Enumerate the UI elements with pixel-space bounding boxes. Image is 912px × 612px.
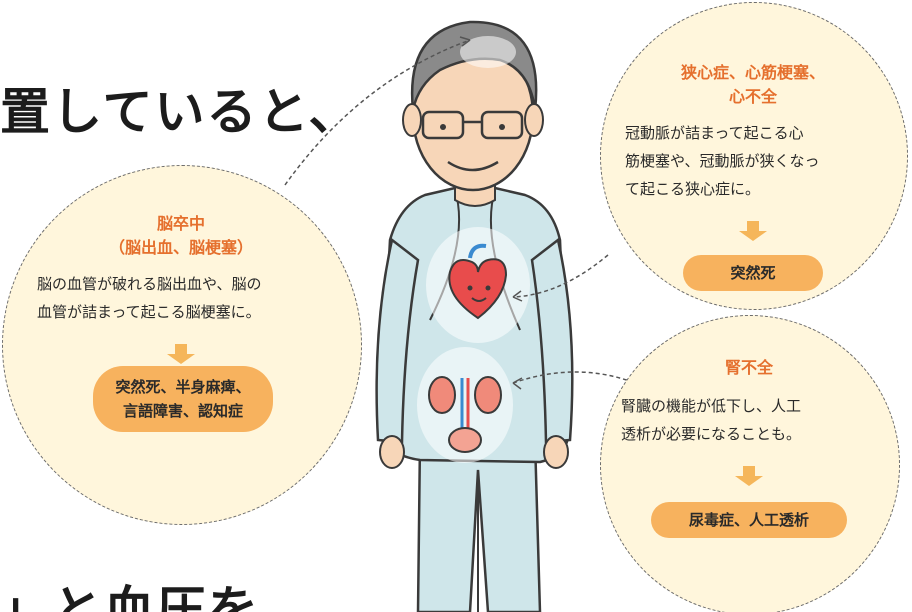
smile [447, 160, 499, 172]
kidney-icon [428, 376, 456, 414]
connector-brain [284, 39, 471, 186]
headline-bottom: 」と血圧を [0, 581, 260, 612]
heart-icon [448, 258, 508, 320]
stroke-result-badge: 突然死、半身麻痺、 言語障害、認知症 [93, 366, 273, 432]
headline-top: 置していると、 [0, 83, 361, 141]
kidney-failure-bubble: 腎不全 腎臓の機能が低下し、人工 透析が必要になることも。 尿毒症、人工透析 [600, 315, 900, 612]
trousers [416, 438, 542, 612]
heart-disease-description: 冠動脈が詰まって起こる心 筋梗塞や、冠動脈が狭くなっ て起こる狭心症に。 [625, 124, 820, 198]
heart-disease-title: 狭心症、心筋梗塞、 心不全 [680, 63, 825, 106]
stroke-title: 脳卒中 （脳出血、脳梗塞） [108, 214, 253, 257]
bladder-icon [448, 427, 482, 453]
right-hand [543, 435, 569, 469]
stroke-bubble: 脳卒中 （脳出血、脳梗塞） 脳の血管が破れる脳出血や、脳の 血管が詰まって起こる… [2, 165, 362, 525]
left-hand [379, 435, 405, 469]
heart-disease-bubble: 狭心症、心筋梗塞、 心不全 冠動脈が詰まって起こる心 筋梗塞や、冠動脈が狭くなっ… [600, 2, 908, 310]
connector-heart [512, 254, 609, 298]
kidney-failure-result-badge: 尿毒症、人工透析 [651, 502, 847, 538]
kidney-failure-description: 腎臓の機能が低下し、人工 透析が必要になることも。 [621, 397, 802, 443]
heart-disease-result-badge: 突然死 [683, 255, 823, 291]
glasses [421, 110, 465, 140]
kidney-failure-title: 腎不全 [724, 358, 773, 377]
brain-highlight [460, 36, 516, 68]
stroke-description: 脳の血管が破れる脳出血や、脳の 血管が詰まって起こる脳梗塞に。 [37, 275, 262, 321]
